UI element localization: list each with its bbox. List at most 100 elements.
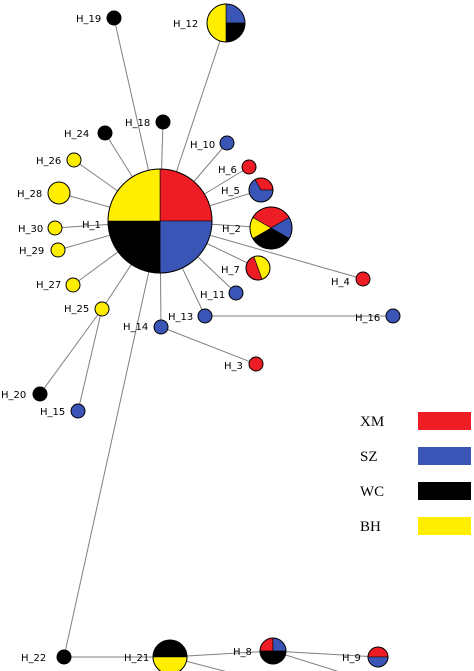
label-h-24: H_24 — [64, 129, 89, 140]
node-h-3 — [248, 356, 264, 372]
slice-bh — [65, 277, 81, 293]
link-H_25-H_20 — [39, 308, 103, 395]
node-h-10 — [219, 135, 235, 151]
legend-label-bh: BH — [360, 519, 381, 535]
node-outline — [245, 255, 271, 281]
node-outline — [259, 637, 287, 665]
node-h-30 — [47, 220, 63, 236]
legend-swatch-wc — [418, 482, 471, 500]
node-h-8 — [259, 637, 287, 665]
label-h-30: H_30 — [18, 224, 43, 235]
slice-wc — [32, 386, 48, 402]
link-H_8-H_9 — [272, 650, 379, 658]
node-h-11 — [228, 285, 244, 301]
legend-label-wc: WC — [360, 484, 384, 500]
label-h-19: H_19 — [76, 14, 101, 25]
node-h-25 — [94, 301, 110, 317]
network-links — [39, 17, 393, 671]
node-h-14 — [153, 319, 169, 335]
slice-wc — [107, 220, 161, 274]
label-h-9: H_9 — [342, 653, 361, 664]
label-h-26: H_26 — [36, 156, 61, 167]
slice-xm — [248, 356, 264, 372]
node-h-15 — [70, 403, 86, 419]
slice-bh — [66, 152, 82, 168]
slice-bh — [50, 242, 66, 258]
slice-sz — [70, 403, 86, 419]
label-h-21: H_21 — [124, 653, 149, 664]
node-h-29 — [50, 242, 66, 258]
label-h-10: H_10 — [190, 140, 215, 151]
label-h-22: H_22 — [21, 653, 46, 664]
link-H_25-H_15 — [77, 308, 103, 412]
node-h-22 — [56, 649, 72, 665]
slice-wc — [97, 125, 113, 141]
slice-xm — [367, 646, 389, 658]
link-H_1-H_22 — [63, 220, 161, 658]
legend-label-xm: XM — [360, 414, 384, 430]
slice-xm — [241, 159, 257, 175]
legend-swatch-bh — [418, 517, 471, 535]
label-h-1: H_1 — [82, 220, 101, 231]
label-h-12: H_12 — [173, 19, 198, 30]
slice-sz — [197, 308, 213, 324]
slice-xm — [159, 168, 213, 222]
slice-sz — [385, 308, 401, 324]
node-h-5 — [248, 177, 274, 203]
label-h-28: H_28 — [17, 189, 42, 200]
slice-xm — [355, 271, 371, 287]
node-h-27 — [65, 277, 81, 293]
node-h-7 — [245, 255, 271, 281]
slice-wc — [259, 650, 287, 665]
node-outline — [248, 177, 274, 203]
label-h-3: H_3 — [224, 361, 243, 372]
slice-bh — [206, 3, 227, 43]
label-h-11: H_11 — [200, 290, 225, 301]
node-h-4 — [355, 271, 371, 287]
slice-sz — [159, 220, 213, 274]
slice-sz — [367, 656, 389, 668]
label-h-14: H_14 — [123, 322, 148, 333]
label-h-5: H_5 — [221, 186, 240, 197]
label-h-29: H_29 — [19, 246, 44, 257]
label-h-7: H_7 — [221, 265, 240, 276]
label-h-16: H_16 — [355, 313, 380, 324]
legend-swatch-sz — [418, 447, 471, 465]
slice-wc — [152, 639, 188, 658]
node-outline — [206, 3, 246, 43]
node-h-16 — [385, 308, 401, 324]
label-h-27: H_27 — [36, 280, 61, 291]
node-outline — [367, 646, 389, 668]
label-h-20: H_20 — [1, 390, 26, 401]
slice-bh — [94, 301, 110, 317]
slice-bh — [47, 181, 71, 205]
node-h-9 — [367, 646, 389, 668]
slice-wc — [56, 649, 72, 665]
node-outline — [107, 168, 213, 274]
node-h-20 — [32, 386, 48, 402]
node-outline — [152, 639, 188, 671]
label-h-25: H_25 — [64, 304, 89, 315]
node-h-6 — [241, 159, 257, 175]
node-h-26 — [66, 152, 82, 168]
node-h-13 — [197, 308, 213, 324]
slice-bh — [107, 168, 161, 222]
slice-bh — [47, 220, 63, 236]
link-H_14-H_3 — [160, 326, 257, 365]
legend-label-sz: SZ — [360, 449, 378, 465]
link-H_8-H_17 — [272, 650, 339, 671]
label-h-18: H_18 — [125, 118, 150, 129]
node-outline — [249, 206, 293, 250]
slice-sz — [228, 285, 244, 301]
node-h-18 — [155, 114, 171, 130]
legend-swatch-xm — [418, 412, 471, 430]
node-h-12 — [206, 3, 246, 43]
label-h-2: H_2 — [222, 224, 241, 235]
node-h-2 — [249, 206, 293, 250]
label-h-13: H_13 — [168, 312, 193, 323]
slice-sz — [219, 135, 235, 151]
node-h-1 — [107, 168, 213, 274]
label-h-4: H_4 — [331, 277, 350, 288]
